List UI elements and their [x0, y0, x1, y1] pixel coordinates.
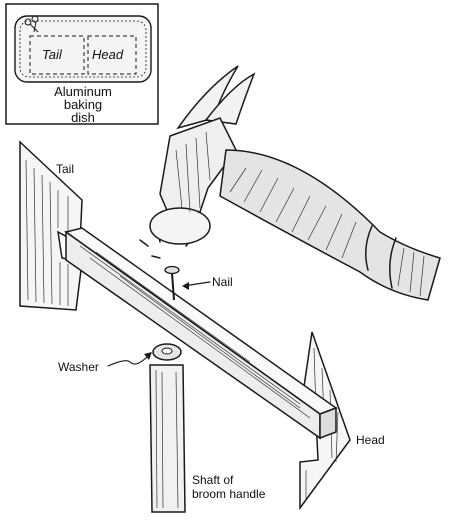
tail-fin	[19, 140, 83, 311]
shaft-label-line2: broom handle	[192, 487, 266, 501]
tail-label: Tail	[56, 162, 74, 176]
washer	[152, 343, 182, 361]
inset-tail-label: Tail	[42, 47, 63, 62]
scissors-icon	[24, 15, 39, 33]
tail-cut-outline	[29, 35, 85, 75]
inset-caption-line3: dish	[71, 110, 95, 125]
inset-caption-line1: Aluminum	[54, 84, 112, 99]
broom-handle-shaft	[149, 364, 186, 513]
inset-head-label: Head	[92, 47, 124, 62]
nail	[164, 265, 180, 301]
washer-label: Washer	[58, 360, 99, 374]
baking-dish	[14, 15, 152, 83]
wooden-arm	[64, 227, 338, 440]
shaft-label-line1: Shaft of	[192, 473, 234, 487]
inset-caption-line2: baking	[64, 97, 102, 112]
hammer	[149, 65, 441, 301]
baking-dish-inset: Tail Head Aluminum baking dish	[5, 3, 159, 125]
callout-arrows	[107, 281, 211, 367]
head-label: Head	[356, 433, 385, 447]
head-cut-outline	[87, 35, 137, 75]
nail-label: Nail	[212, 275, 233, 289]
